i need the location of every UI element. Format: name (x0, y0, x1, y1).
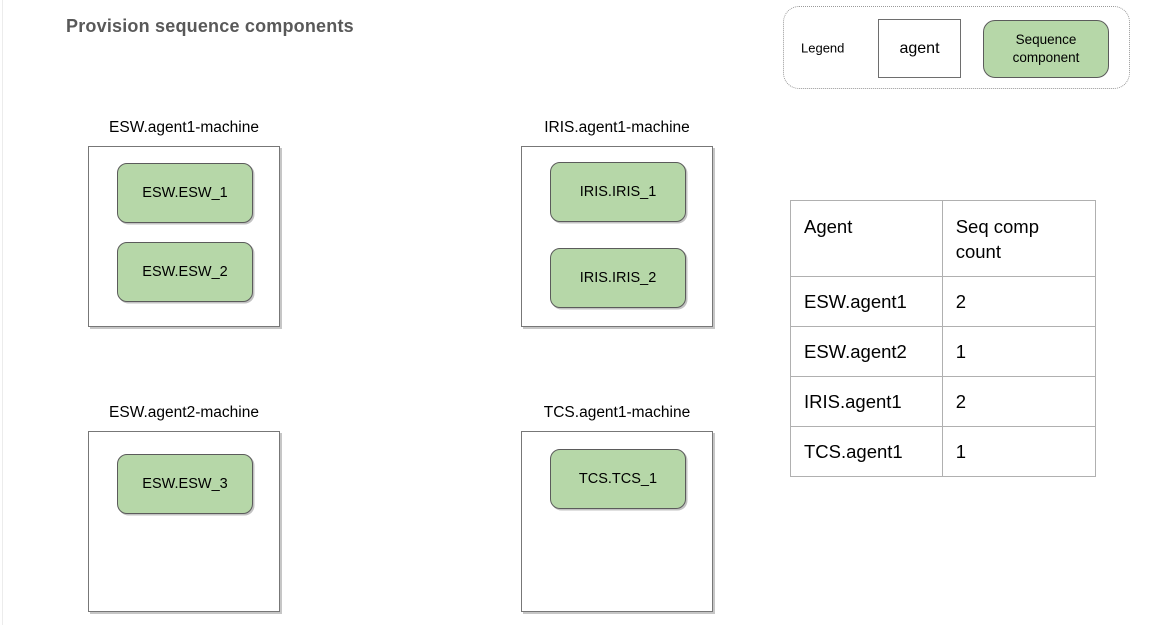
sequence-component-shape: ESW.ESW_1 (117, 163, 253, 223)
legend-component-shape: Sequence component (983, 20, 1109, 78)
legend-agent-shape: agent (878, 19, 961, 78)
table-cell-count: 1 (941, 426, 1097, 477)
agents-table: Agent Seq comp count ESW.agent1 2 ESW.ag… (790, 200, 1097, 477)
sequence-component-shape: ESW.ESW_2 (117, 242, 253, 302)
table-cell-count: 2 (941, 276, 1097, 327)
table-header-agent: Agent (790, 200, 943, 277)
agent-machine-box: IRIS.IRIS_1 IRIS.IRIS_2 (521, 146, 713, 327)
sequence-component-label: ESW.ESW_3 (142, 476, 228, 492)
table-cell-count: 1 (941, 326, 1097, 377)
table-header-count: Seq comp count (941, 200, 1097, 277)
sequence-component-shape: IRIS.IRIS_1 (550, 162, 686, 222)
legend-agent-label: agent (899, 39, 940, 57)
page-title: Provision sequence components (66, 16, 354, 36)
machine-group-esw-agent1: ESW.agent1-machine ESW.ESW_1 ESW.ESW_2 (88, 118, 280, 327)
machine-label: IRIS.agent1-machine (544, 119, 690, 136)
machine-group-esw-agent2: ESW.agent2-machine ESW.ESW_3 (88, 403, 280, 612)
sequence-component-label: TCS.TCS_1 (578, 471, 658, 487)
machine-group-iris-agent1: IRIS.agent1-machine IRIS.IRIS_1 IRIS.IRI… (521, 118, 713, 327)
table-cell-agent: IRIS.agent1 (790, 376, 943, 427)
legend: Legend agent Sequence component (783, 6, 1130, 89)
sequence-component-shape: ESW.ESW_3 (117, 454, 253, 514)
table-row: ESW.agent1 2 (790, 276, 1097, 327)
agent-machine-box: TCS.TCS_1 (521, 431, 713, 612)
machine-group-tcs-agent1: TCS.agent1-machine TCS.TCS_1 (521, 403, 713, 612)
sequence-component-shape: IRIS.IRIS_2 (550, 248, 686, 308)
table-row: ESW.agent2 1 (790, 326, 1097, 377)
canvas-edge-line (2, 0, 3, 625)
machine-label: ESW.agent1-machine (109, 119, 259, 136)
sequence-component-label: ESW.ESW_2 (142, 264, 228, 280)
sequence-component-label: IRIS.IRIS_1 (579, 184, 657, 200)
table-header-row: Agent Seq comp count (790, 200, 1097, 277)
sequence-component-label: ESW.ESW_1 (142, 185, 228, 201)
table-row: TCS.agent1 1 (790, 426, 1097, 477)
table-cell-agent: ESW.agent1 (790, 276, 943, 327)
legend-component-label: Sequence component (1012, 32, 1080, 65)
table-cell-count: 2 (941, 376, 1097, 427)
table-row: IRIS.agent1 2 (790, 376, 1097, 427)
machine-label: ESW.agent2-machine (109, 404, 259, 421)
sequence-component-label: IRIS.IRIS_2 (579, 270, 657, 286)
machine-label: TCS.agent1-machine (543, 404, 691, 421)
table-cell-agent: TCS.agent1 (790, 426, 943, 477)
agent-machine-box: ESW.ESW_1 ESW.ESW_2 (88, 146, 280, 327)
legend-label: Legend (801, 40, 845, 55)
table-cell-agent: ESW.agent2 (790, 326, 943, 377)
agent-machine-box: ESW.ESW_3 (88, 431, 280, 612)
sequence-component-shape: TCS.TCS_1 (550, 449, 686, 509)
